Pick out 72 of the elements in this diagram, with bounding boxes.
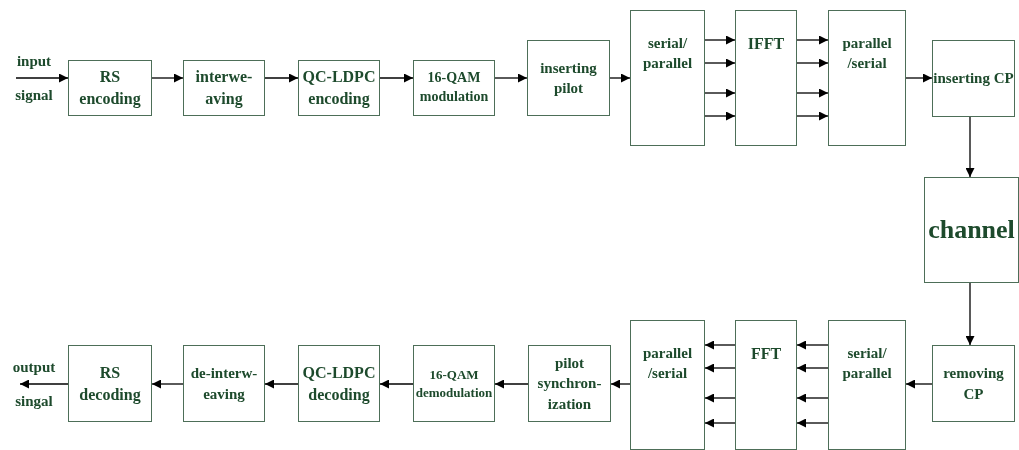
arrow (19, 379, 69, 389)
box-label: inserting pilot (539, 58, 598, 98)
arrow (151, 379, 184, 389)
arrow (965, 116, 975, 178)
arrow (905, 379, 933, 389)
arrow (796, 418, 829, 428)
process-box (298, 60, 380, 116)
box-label: removing CP (942, 364, 1005, 404)
process-box (735, 10, 797, 146)
arrow (264, 73, 299, 83)
process-box (735, 320, 797, 450)
arrow (494, 73, 528, 83)
process-box (932, 40, 1015, 117)
box-label: inserting CP (933, 69, 1014, 89)
process-box (68, 60, 152, 116)
arrow (965, 282, 975, 346)
process-box (413, 60, 495, 116)
process-box (828, 10, 906, 146)
arrow (796, 58, 829, 68)
box-label: pilot synchron-ization (536, 354, 603, 414)
arrow (494, 379, 529, 389)
process-box (183, 345, 265, 422)
arrow (704, 393, 736, 403)
box-label: serial/ parallel (841, 344, 893, 384)
process-box (630, 10, 705, 146)
arrow (609, 73, 631, 83)
arrow (796, 393, 829, 403)
process-box (932, 345, 1015, 422)
arrow (704, 58, 736, 68)
box-label: serial/ parallel (641, 34, 694, 74)
arrow (905, 73, 933, 83)
process-box (413, 345, 495, 422)
box-label: FFT (750, 344, 782, 364)
arrow (151, 73, 184, 83)
box-label: de-interw-eaving (189, 364, 259, 404)
process-box (527, 40, 610, 116)
process-box (924, 177, 1019, 283)
box-label: channel (928, 214, 1015, 247)
arrow (610, 379, 631, 389)
process-box (630, 320, 705, 450)
arrow (796, 363, 829, 373)
box-label: QC-LDPC decoding (301, 362, 377, 406)
arrow (379, 73, 414, 83)
process-box (828, 320, 906, 450)
box-label: parallel /serial (641, 344, 694, 384)
process-box (68, 345, 152, 422)
arrow (704, 363, 736, 373)
process-box (528, 345, 611, 422)
arrow (796, 111, 829, 121)
box-label: interwe-aving (194, 67, 254, 110)
arrow (704, 111, 736, 121)
box-label: IFFT (747, 34, 785, 54)
box-label: 16-QAM modulation (418, 69, 490, 106)
box-label: parallel /serial (841, 34, 893, 74)
arrow (796, 35, 829, 45)
arrow (379, 379, 414, 389)
process-box (183, 60, 265, 116)
arrow (15, 73, 69, 83)
box-label: QC-LDPC encoding (301, 67, 377, 110)
arrow (796, 88, 829, 98)
box-label: 16-QAM demodulation (414, 365, 494, 402)
arrow (704, 340, 736, 350)
box-label: RS encoding (78, 67, 142, 110)
arrow (704, 35, 736, 45)
process-box (298, 345, 380, 422)
edge-label: output singal (11, 358, 57, 411)
box-label: RS decoding (78, 362, 142, 406)
arrow (796, 340, 829, 350)
arrow (704, 88, 736, 98)
arrow (704, 418, 736, 428)
arrow (264, 379, 299, 389)
edge-label: input signal (14, 52, 54, 105)
